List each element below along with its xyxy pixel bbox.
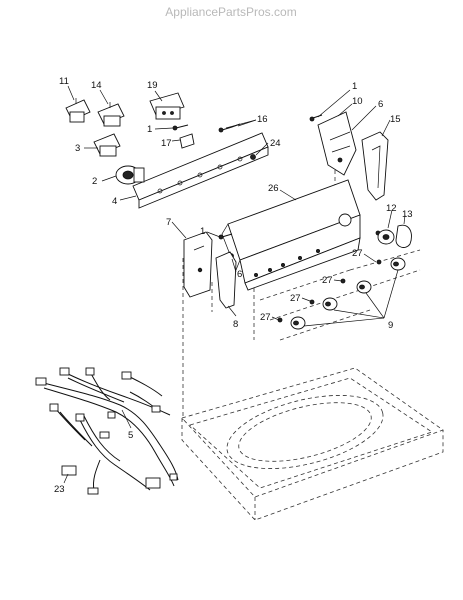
callout-17: 17: [161, 138, 172, 149]
callout-14: 14: [91, 80, 102, 91]
switch-11: [65, 98, 91, 123]
callout-13: 13: [402, 209, 413, 220]
callout-1-low: 1: [200, 226, 205, 237]
bracket-17: [179, 133, 195, 149]
knob-12: [377, 229, 395, 245]
knobs-9: [290, 257, 406, 330]
callout-8: 8: [233, 319, 238, 330]
timer-2: [115, 165, 145, 185]
knob-13: [395, 224, 412, 248]
callout-6-low: 6: [237, 269, 242, 280]
callout-3: 3: [75, 143, 80, 154]
wire-harness-5: [35, 367, 179, 495]
watermark-text: AppliancePartsPros.com: [165, 5, 296, 19]
leader-lines: [63, 85, 406, 484]
end-cap-15: [361, 131, 389, 201]
callout-23: 23: [54, 484, 65, 495]
callout-1-top: 1: [352, 81, 357, 92]
callout-2: 2: [92, 176, 97, 187]
callout-26: 26: [268, 183, 279, 194]
dashed-assembly-guides: [182, 170, 421, 420]
control-housing-10: [317, 111, 357, 176]
callout-11: 11: [59, 76, 69, 87]
switch-19: [149, 92, 185, 120]
callout-27-a: 27: [352, 248, 363, 259]
callout-6-top: 6: [378, 99, 383, 110]
control-bracket: [132, 132, 269, 209]
callout-1-mid: 1: [147, 124, 152, 135]
switch-14: [97, 102, 125, 127]
callout-12: 12: [386, 203, 397, 214]
console-panel: [221, 179, 361, 291]
callout-27-b: 27: [322, 275, 333, 286]
end-cap-8: [215, 251, 237, 309]
control-housing-7: [183, 231, 213, 298]
callout-labels: 11 14 19 1 10 6 15 16 1 17 24 3 2 4 26 1…: [54, 76, 413, 495]
washer-top-outline: [181, 367, 444, 521]
callout-27-c: 27: [290, 293, 301, 304]
callout-4: 4: [112, 196, 117, 207]
callout-5: 5: [128, 430, 133, 441]
callout-24: 24: [270, 138, 281, 149]
callout-9: 9: [388, 320, 393, 331]
callout-10: 10: [352, 96, 363, 107]
callout-27-d: 27: [260, 312, 271, 323]
callout-15: 15: [390, 114, 401, 125]
callout-7: 7: [166, 217, 171, 228]
callout-16: 16: [257, 114, 268, 125]
callout-19: 19: [147, 80, 158, 91]
switch-3: [93, 133, 121, 157]
